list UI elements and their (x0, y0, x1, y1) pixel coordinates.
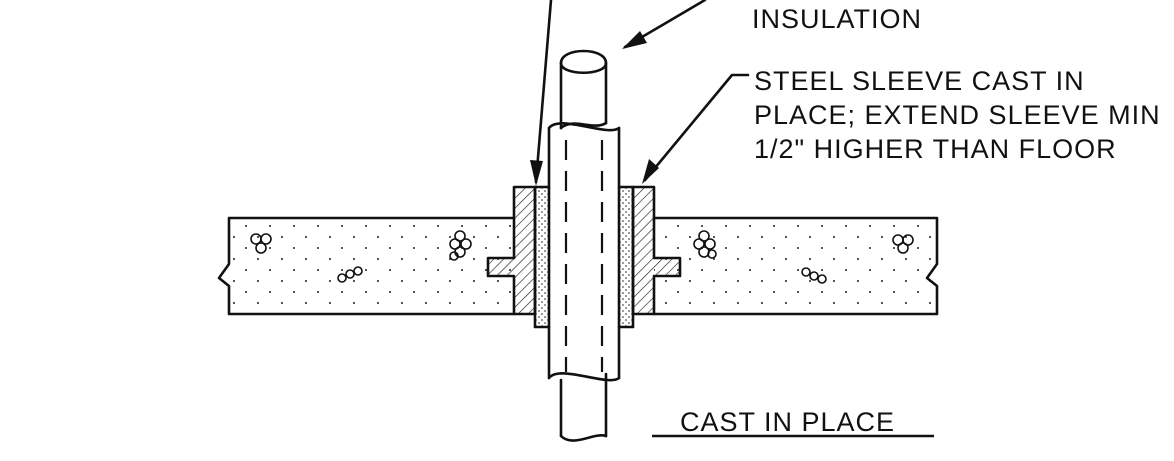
pipe-upper (559, 49, 608, 130)
leader-pipe-arrow (622, 0, 707, 49)
concrete-slab-left (217, 216, 516, 316)
pipe-insulation (533, 185, 635, 329)
detail-title: CAST IN PLACE (680, 407, 895, 437)
concrete-slab-right (652, 216, 939, 316)
steel-sleeve (486, 185, 682, 316)
leader-insulation-arrow (530, 0, 553, 186)
leader-sleeve-arrow (642, 73, 750, 184)
label-insulation: INSULATION (752, 4, 922, 34)
label-sleeve-line-3: 1/2" HIGHER THAN FLOOR (754, 134, 1117, 164)
label-sleeve-line-1: STEEL SLEEVE CAST IN (754, 66, 1085, 96)
label-sleeve-line-2: PLACE; EXTEND SLEEVE MIN (754, 100, 1161, 130)
pipe-lower (559, 372, 608, 442)
pipe-middle (547, 122, 621, 382)
